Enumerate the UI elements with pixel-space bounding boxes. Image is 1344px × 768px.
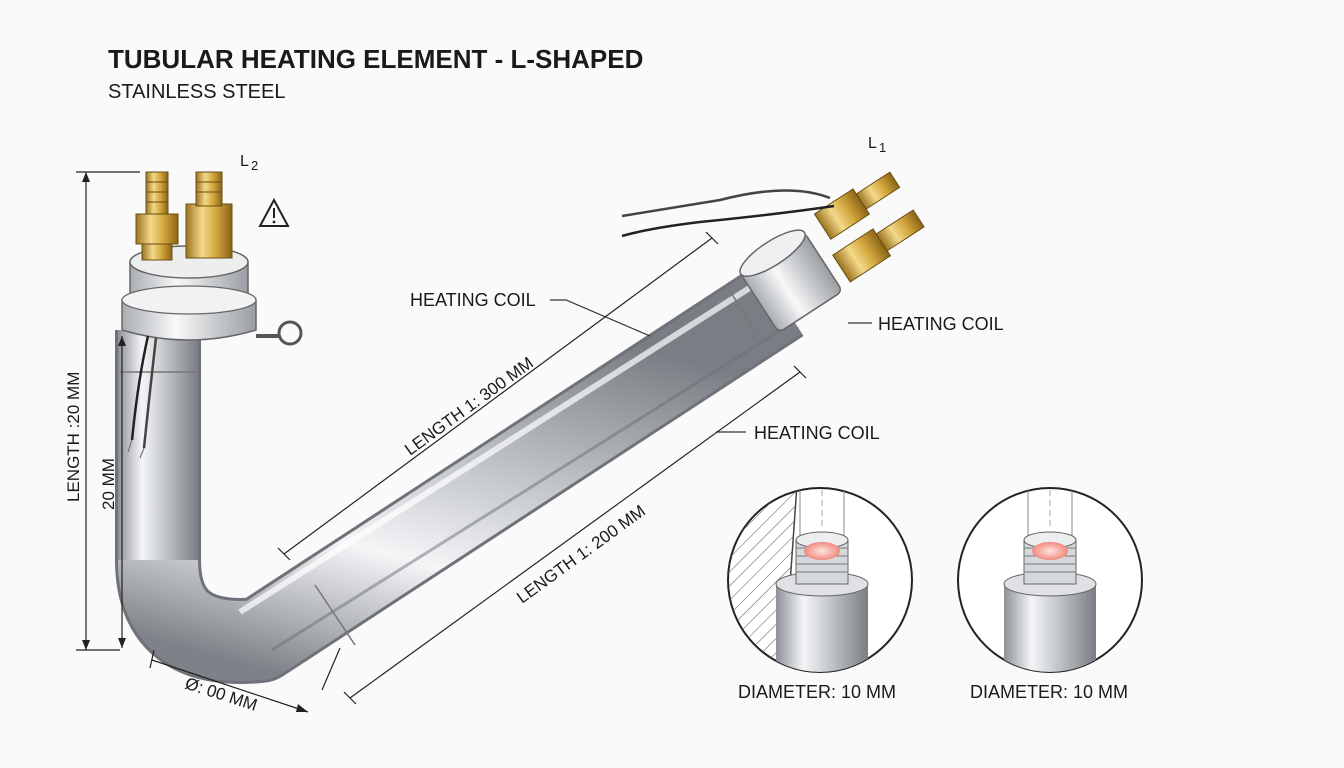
callout-leader-top xyxy=(550,299,651,337)
section-left-label: DIAMETER: 10 MM xyxy=(738,682,896,702)
terminal-l1-label: L xyxy=(868,135,877,152)
page-subtitle: STAINLESS STEEL xyxy=(108,81,285,103)
dimension-vertical-outer xyxy=(76,171,140,651)
dimension-diagonal-lower xyxy=(343,365,807,705)
section-right-label: DIAMETER: 10 MM xyxy=(970,682,1128,702)
cross-section-detail-right xyxy=(957,487,1143,673)
dimension-diagonal-upper xyxy=(277,231,719,561)
right-terminal-head xyxy=(621,171,925,332)
warning-icon xyxy=(258,197,290,227)
left-terminal-head xyxy=(121,171,303,459)
terminal-l2-subscript: 2 xyxy=(251,158,258,173)
callout-heating-coil-top: HEATING COIL xyxy=(410,290,536,310)
heating-element-tube xyxy=(115,264,804,684)
cross-section-detail-left xyxy=(727,487,913,673)
page-title: TUBULAR HEATING ELEMENT - L-SHAPED xyxy=(108,44,643,74)
terminal-l1-subscript: 1 xyxy=(879,140,886,155)
terminal-l2-label: L xyxy=(240,153,249,170)
callout-heating-coil-right: HEATING COIL xyxy=(878,314,1004,334)
callout-heating-coil-mid: HEATING COIL xyxy=(754,423,880,443)
dimension-vertical-outer-label: LENGTH :20 MM xyxy=(64,372,83,502)
dimension-diagonal-lower-label: LENGTH 1: 200 MM xyxy=(513,501,649,607)
dimension-vertical-inner-label: 20 MM xyxy=(99,458,118,510)
dimension-bend-diameter xyxy=(149,647,341,713)
dimension-vertical-inner xyxy=(118,336,126,648)
